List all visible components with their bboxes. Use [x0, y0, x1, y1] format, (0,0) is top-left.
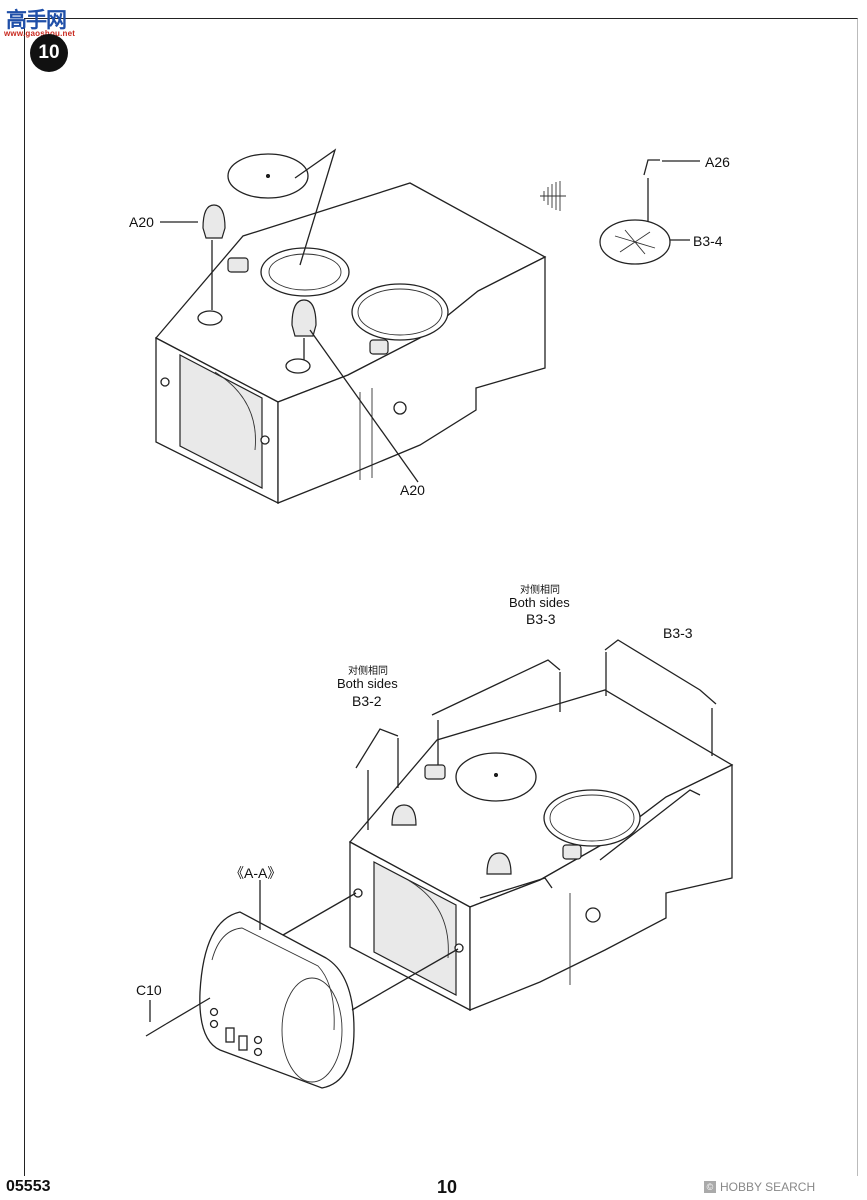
label-both-sides-right-cn: 对侧相同	[520, 585, 560, 596]
lower-hatch-ring	[543, 789, 641, 847]
label-b3-4: B3-4	[693, 233, 723, 249]
lower-turret-drawing	[145, 639, 734, 1089]
side-handle-front	[479, 877, 553, 899]
label-b3-3-center: B3-3	[526, 611, 556, 627]
c10-part	[145, 1023, 167, 1037]
a20-part-center	[291, 299, 317, 337]
upper-turret-drawing	[154, 148, 700, 505]
gun-mantlet	[199, 911, 355, 1089]
label-a26: A26	[705, 154, 730, 170]
upper-commander-hatch-ring	[260, 247, 350, 297]
direction-arrow-icon	[540, 181, 566, 211]
watermark-logo: 高手网	[6, 9, 67, 32]
label-b3-3-right: B3-3	[663, 625, 693, 641]
label-section-a-a: 《A-A》	[230, 865, 282, 881]
upper-turret-side	[277, 255, 546, 504]
label-both-sides-right-en: Both sides	[509, 595, 570, 610]
a20-part-left	[202, 204, 226, 239]
label-a20-left: A20	[129, 214, 154, 230]
b3-3-handle-left	[431, 659, 561, 716]
a26-part	[643, 159, 660, 176]
watermark-url: www.gaoshou.net	[4, 29, 76, 38]
kit-number: 05553	[6, 1178, 51, 1195]
label-both-sides-left-en: Both sides	[337, 676, 398, 691]
upper-front-opening	[179, 354, 263, 489]
label-b3-2: B3-2	[352, 693, 382, 709]
b3-3-handle-right	[604, 639, 717, 705]
upper-loader-hatch-ring	[351, 283, 449, 341]
source-watermark-text: HOBBY SEARCH	[720, 1180, 816, 1194]
b3-2-handle	[355, 728, 399, 769]
lower-turret-side	[469, 763, 733, 1011]
side-handle-rear	[599, 789, 701, 861]
source-watermark: © HOBBY SEARCH	[704, 1180, 815, 1194]
copyright-icon: ©	[704, 1181, 716, 1193]
label-c10: C10	[136, 982, 162, 998]
label-a20-bottom: A20	[400, 482, 425, 498]
step-number-badge: 10	[30, 34, 68, 72]
page-number: 10	[437, 1177, 458, 1197]
label-both-sides-left-cn: 对侧相同	[348, 666, 388, 677]
page-frame	[24, 18, 858, 1176]
